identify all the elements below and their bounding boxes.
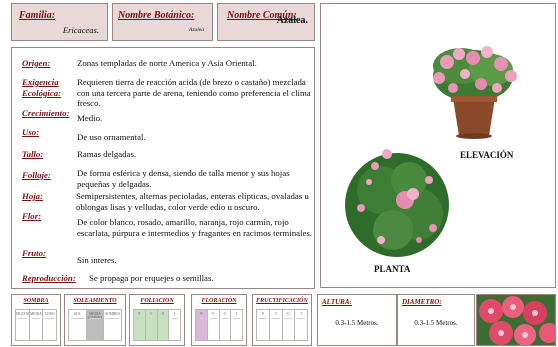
- sombra-label: SOMBRA: [23, 298, 49, 304]
- cell-label: V: [149, 312, 153, 316]
- diametro-box: DIAMETRO: 0.3-1.5 Metros.: [397, 294, 475, 346]
- altura-value: 0.3-1.5 Metros.: [335, 319, 379, 327]
- cell-label: O: [223, 312, 227, 316]
- familia-value: Ericaceas.: [62, 25, 99, 35]
- info-key: Origen:: [22, 58, 51, 68]
- cell-label: SOMBRA: [105, 312, 121, 316]
- cell-label: V: [211, 312, 215, 316]
- foliacion-cell-active: V: [145, 310, 158, 340]
- cell-label: O: [161, 312, 165, 316]
- fructificacion-cell: P: [257, 310, 270, 340]
- info-value: Zonas templadas de norte America y Asia …: [77, 58, 257, 68]
- soleamiento-box: SOLEAMIENTO SOL MEDIA SOMBRA SOMBRA: [64, 294, 126, 346]
- info-value: Semipersistentes, alternas pecioladas, e…: [76, 191, 309, 212]
- info-key: Uso:: [22, 127, 40, 137]
- cell-label: I: [174, 312, 176, 316]
- nombre-botanico-label: Nombre Botánico:: [118, 10, 195, 21]
- info-key: Fruto:: [22, 248, 46, 258]
- nombre-comun-cell: Nombre Común: Azalea.: [217, 3, 315, 41]
- fructificacion-box: FRUCTIFICACIÓN P V O I: [252, 294, 312, 346]
- cell-label: P: [138, 312, 141, 316]
- fructificacion-cell: I: [295, 310, 307, 340]
- floracion-cell-active: P: [196, 310, 208, 340]
- soleamiento-grid: SOL MEDIA SOMBRA SOMBRA: [68, 309, 122, 341]
- floracion-box: FLORACIÓN P V O I: [191, 294, 247, 346]
- fructificacion-grid: P V O I: [256, 309, 308, 341]
- foliacion-grid: P V O I: [133, 309, 181, 341]
- sombra-cell: MEDIA: [30, 310, 44, 340]
- cell-label: P: [261, 312, 264, 316]
- nombre-botanico-cell: Nombre Botánico: Azalea: [112, 3, 213, 41]
- fructificacion-label: FRUCTIFICACIÓN: [256, 298, 308, 304]
- soleamiento-cell-selected: MEDIA SOMBRA: [86, 310, 105, 340]
- plant-images-panel: ELEVACIÓN PLANTA: [320, 3, 556, 288]
- foliacion-box: FOLIACION P V O I: [129, 294, 185, 346]
- altura-label: ALTURA:: [322, 298, 352, 306]
- plant-elevation-illustration: [345, 46, 517, 257]
- soleamiento-cell: SOL: [69, 310, 87, 340]
- foliacion-label: FOLIACION: [140, 298, 174, 304]
- nombre-comun-value: Azalea.: [276, 15, 308, 26]
- elevation-caption: ELEVACIÓN: [460, 150, 514, 160]
- sombra-cell: MUCHA: [16, 310, 30, 340]
- info-key: Hoja:: [22, 191, 44, 201]
- cell-label: MEDIA: [30, 312, 42, 316]
- cell-label: CERO: [44, 312, 55, 316]
- foliacion-cell-active: O: [157, 310, 170, 340]
- info-value: Medio.: [77, 113, 103, 123]
- info-key: Tallo:: [22, 149, 44, 159]
- info-value: Ramas delgadas.: [77, 149, 137, 159]
- floracion-cell: O: [220, 310, 232, 340]
- familia-cell: Familia: Ericaceas.: [11, 3, 108, 41]
- floracion-cell: I: [231, 310, 242, 340]
- soleamiento-cell: SOMBRA: [104, 310, 121, 340]
- diametro-value: 0.3-1.5 Metros.: [414, 319, 458, 327]
- cell-label: P: [200, 312, 203, 316]
- info-key: Crecimiento:: [22, 108, 70, 118]
- soleamiento-label: SOLEAMIENTO: [73, 298, 117, 304]
- plan-caption: PLANTA: [374, 264, 411, 274]
- info-value: Requieren tierra de reacción acida (de b…: [77, 77, 311, 108]
- sombra-cell: CERO: [43, 310, 56, 340]
- info-key: Reproducción:: [22, 273, 76, 283]
- cell-label: V: [274, 312, 277, 316]
- nombre-botanico-value: Azalea: [189, 27, 204, 33]
- fructificacion-cell: O: [283, 310, 296, 340]
- foliacion-cell: I: [169, 310, 180, 340]
- cell-label: SOL: [73, 312, 81, 316]
- info-value: Se propaga por erquejes o semillas.: [89, 273, 214, 283]
- nombre-comun-label: Nombre Común:: [227, 10, 297, 21]
- info-value: De uso ornamental.: [77, 132, 146, 142]
- altura-box: ALTURA: 0.3-1.5 Metros.: [317, 294, 397, 346]
- flower-photo: [476, 294, 556, 346]
- familia-label: Familia:: [19, 10, 56, 21]
- floracion-label: FLORACIÓN: [201, 298, 237, 304]
- foliacion-cell-active: P: [134, 310, 146, 340]
- cell-label: MUCHA: [16, 312, 30, 316]
- plant-info-panel: Origen: Zonas templadas de norte America…: [11, 47, 315, 289]
- sombra-box: SOMBRA MUCHA MEDIA CERO: [11, 294, 61, 346]
- cell-label: I: [236, 312, 238, 316]
- info-value: Sin interes.: [77, 255, 117, 265]
- flower-closeup-illustration: [477, 295, 555, 345]
- diametro-label: DIAMETRO:: [402, 298, 442, 306]
- info-key: Exigencia Ecológica:: [22, 77, 62, 98]
- floracion-grid: P V O I: [195, 309, 243, 341]
- floracion-cell: V: [208, 310, 220, 340]
- info-value: De forma esférica y densa, siendo de tal…: [77, 168, 290, 189]
- info-key: Flor:: [22, 211, 42, 221]
- cell-label: O: [287, 312, 290, 316]
- sombra-grid: MUCHA MEDIA CERO: [15, 309, 57, 341]
- fructificacion-cell: V: [270, 310, 283, 340]
- info-key: Follaje:: [22, 170, 51, 180]
- cell-label: I: [300, 312, 302, 316]
- info-value: De color blanco, rosado, amarillo, naran…: [77, 217, 312, 238]
